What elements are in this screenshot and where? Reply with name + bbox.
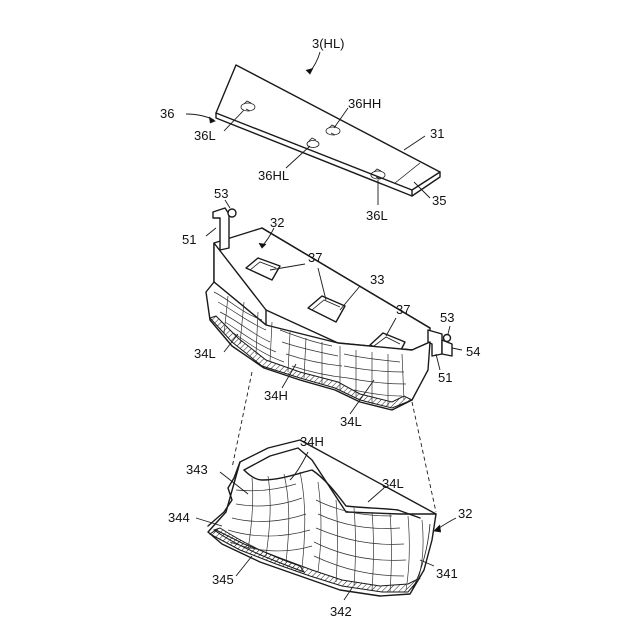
label-34H-b: 34H	[300, 434, 324, 449]
label-36L-b: 36L	[366, 208, 388, 223]
label-34H-a: 34H	[264, 388, 288, 403]
label-37-a: 37	[308, 250, 322, 265]
label-51-a: 51	[182, 232, 196, 247]
label-345: 345	[212, 572, 234, 587]
label-36HH: 36HH	[348, 96, 381, 111]
label-3HL: 3(HL)	[312, 36, 345, 51]
label-36: 36	[160, 106, 174, 121]
label-51-b: 51	[438, 370, 452, 385]
reflector-enlarged	[208, 440, 436, 596]
label-35: 35	[432, 193, 446, 208]
label-34L-c: 34L	[382, 476, 404, 491]
label-341: 341	[436, 566, 458, 581]
label-36L-a: 36L	[194, 128, 216, 143]
label-53-b: 53	[440, 310, 454, 325]
housing-32	[206, 208, 452, 410]
label-32-a: 32	[270, 215, 284, 230]
label-53-a: 53	[214, 186, 228, 201]
label-31: 31	[430, 126, 444, 141]
label-343: 343	[186, 462, 208, 477]
label-37-b: 37	[396, 302, 410, 317]
label-34L-b: 34L	[340, 414, 362, 429]
label-36HL: 36HL	[258, 168, 289, 183]
label-342: 342	[330, 604, 352, 619]
label-33: 33	[370, 272, 384, 287]
plate-31	[216, 65, 440, 196]
label-34L-a: 34L	[194, 346, 216, 361]
label-344: 344	[168, 510, 190, 525]
label-54: 54	[466, 344, 480, 359]
label-32-b: 32	[458, 506, 472, 521]
